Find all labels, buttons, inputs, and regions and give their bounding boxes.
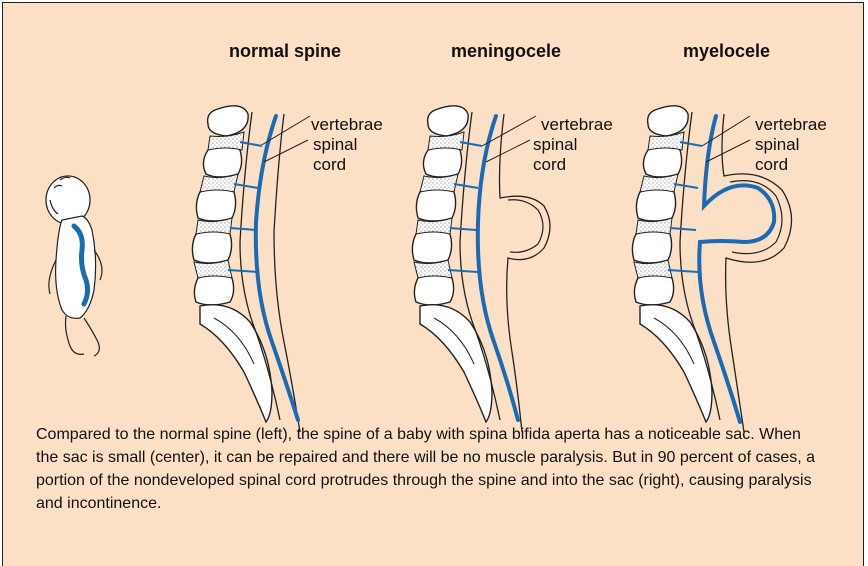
- spine-myelocele: [632, 106, 791, 432]
- spine-normal: [192, 106, 310, 432]
- baby-illustration: [46, 176, 102, 356]
- spine-meningocele: [412, 106, 550, 432]
